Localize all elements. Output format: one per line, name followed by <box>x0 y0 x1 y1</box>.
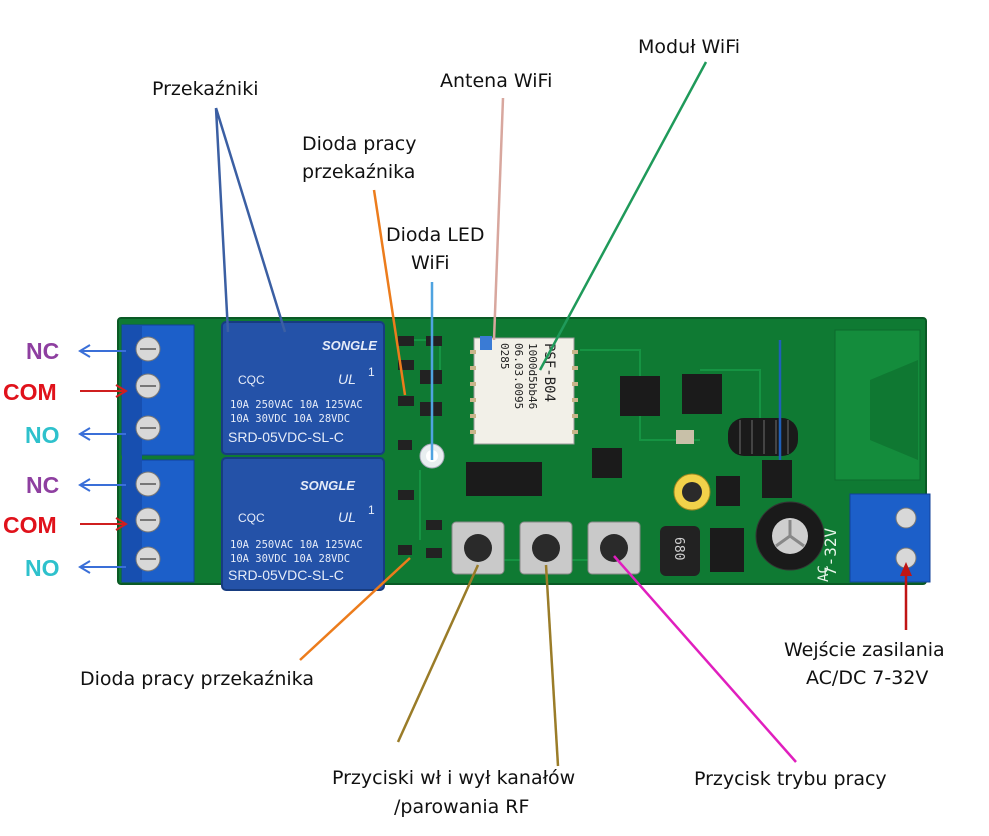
relay-1-ul: UL <box>338 371 356 387</box>
label-buttons-2: /parowania RF <box>394 796 530 818</box>
relay-1-line1: 10A 250VAC 10A 125VAC <box>230 399 363 411</box>
wifi-module-line2: 1000d5bb46 <box>526 343 539 409</box>
board-silk-text: 7-32V <box>821 527 840 576</box>
label-wifi-module: Moduł WiFi <box>638 36 741 58</box>
label-relay-led-bottom: Dioda pracy przekaźnika <box>80 668 314 690</box>
label-buttons-1: Przyciski wł i wył kanałów <box>332 767 576 789</box>
relay-2-ul: UL <box>338 509 356 525</box>
terminal-label-no-2: NO <box>25 555 60 581</box>
capacitors <box>673 473 825 571</box>
relay-1-mark: CQC <box>238 373 265 387</box>
wifi-module-line1: PSF-B04 <box>541 343 557 402</box>
terminal-arrows <box>78 344 128 574</box>
label-wifi-antenna: Antena WiFi <box>440 70 553 92</box>
relay-2-mark: CQC <box>238 511 265 525</box>
callout-lines <box>214 61 908 767</box>
label-relays: Przekaźniki <box>152 78 259 100</box>
relay-2-model: SRD-05VDC-SL-C <box>228 567 344 583</box>
terminal-block-left <box>121 324 195 583</box>
label-relay-led-top-1: Dioda pracy <box>302 133 417 155</box>
terminal-label-nc-2: NC <box>26 472 60 498</box>
relay-1-channel: 1 <box>368 365 375 379</box>
label-relay-led-top-2: przekaźnika <box>302 161 416 183</box>
wifi-module-line3: 06.03.0095 <box>512 343 525 409</box>
relay-2-line1: 10A 250VAC 10A 125VAC <box>230 539 363 551</box>
label-wifi-led-1: Dioda LED <box>386 224 485 246</box>
relay-1-model: SRD-05VDC-SL-C <box>228 429 344 445</box>
inductor: 680 <box>660 526 700 576</box>
board-acdc-silk: AC <box>816 565 832 582</box>
wifi-module-line4: 0285 <box>498 343 511 370</box>
board-voltage-silk: 7-32V <box>821 527 840 576</box>
label-wifi-led-2: WiFi <box>411 252 450 274</box>
relay-2-line2: 10A 30VDC 10A 28VDC <box>230 553 350 565</box>
relay-1: SONGLE CQC UL 1 10A 250VAC 10A 125VAC 10… <box>221 321 385 455</box>
relay-2: SONGLE CQC UL 1 10A 250VAC 10A 125VAC 10… <box>221 457 385 591</box>
terminal-label-com-1: COM <box>3 379 57 405</box>
terminal-block-power <box>849 493 931 583</box>
integrated-circuits <box>466 374 792 572</box>
label-mode-button: Przycisk trybu pracy <box>694 768 887 790</box>
label-power-1: Wejście zasilania <box>784 639 945 661</box>
terminal-label-no-1: NO <box>25 422 60 448</box>
label-power-2: AC/DC 7-32V <box>806 667 929 689</box>
rf-coil <box>728 418 798 456</box>
relay-2-channel: 1 <box>368 503 375 517</box>
terminal-label-com-2: COM <box>3 512 57 538</box>
wifi-module: PSF-B04 1000d5bb46 06.03.0095 0285 <box>470 336 578 445</box>
relay-1-line2: 10A 30VDC 10A 28VDC <box>230 413 350 425</box>
relay-1-brand: SONGLE <box>322 338 377 353</box>
inductor-label: 680 <box>671 537 686 560</box>
terminal-label-nc-1: NC <box>26 338 60 364</box>
relay-2-brand: SONGLE <box>300 478 355 493</box>
